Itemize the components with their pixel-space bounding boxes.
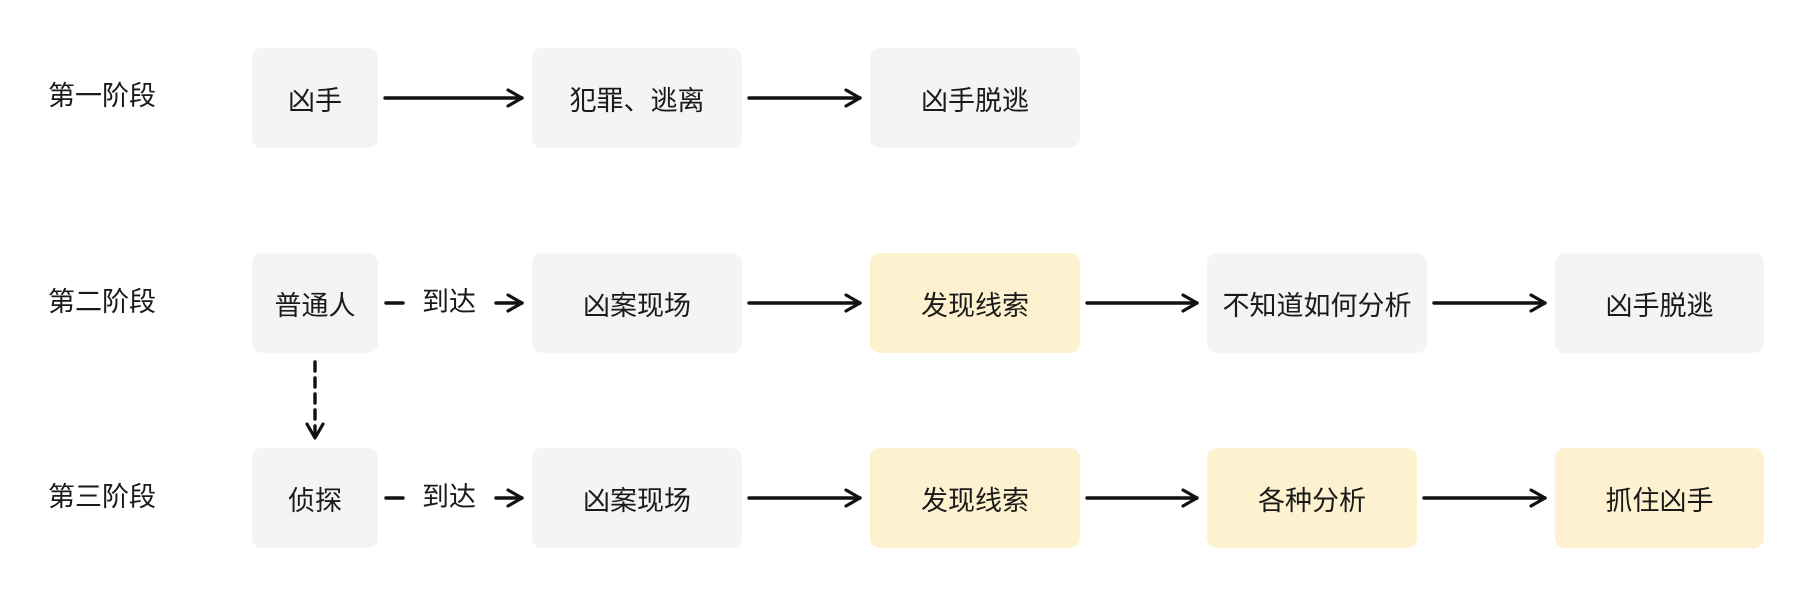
stage-3-edge-label-arrive: 到达: [422, 482, 476, 513]
stage-3-node-crime-scene: 凶案现场: [532, 448, 742, 548]
stage-2-edge-label-arrive: 到达: [422, 287, 476, 318]
stage-1-node-murderer-escapes: 凶手脱逃: [870, 48, 1080, 148]
stage-3-label: 第三阶段: [48, 482, 156, 513]
stage-2-node-dont-know-how-to-analyze: 不知道如何分析: [1207, 253, 1427, 353]
stage-3-node-catch-murderer: 抓住凶手: [1555, 448, 1764, 548]
stage-3-node-detective: 侦探: [252, 448, 378, 548]
stage-2-node-find-clues: 发现线索: [870, 253, 1080, 353]
stage-3-node-find-clues: 发现线索: [870, 448, 1080, 548]
stage-1-node-murderer: 凶手: [252, 48, 378, 148]
stage-2-node-ordinary-person: 普通人: [252, 253, 378, 353]
stage-2-node-crime-scene: 凶案现场: [532, 253, 742, 353]
stage-3-node-various-analysis: 各种分析: [1207, 448, 1417, 548]
stage-2-node-murderer-escapes: 凶手脱逃: [1555, 253, 1764, 353]
stage-2-label: 第二阶段: [48, 287, 156, 318]
stage-1-node-crime-escape: 犯罪、逃离: [532, 48, 742, 148]
stage-1-label: 第一阶段: [48, 81, 156, 112]
